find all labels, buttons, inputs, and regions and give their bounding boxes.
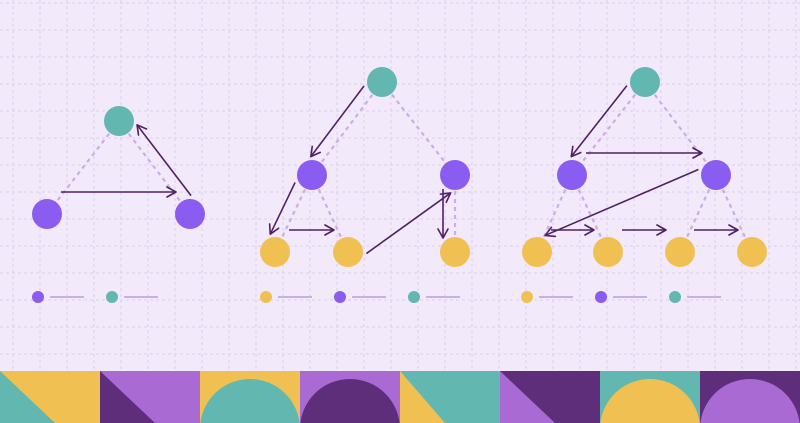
band-triangle	[0, 371, 55, 423]
tree-edge	[571, 174, 609, 253]
tree-edge	[679, 174, 717, 253]
tree-edge	[535, 174, 574, 253]
node-rr	[737, 237, 767, 267]
node-ll	[522, 237, 552, 267]
node-right	[175, 199, 205, 229]
legend-dot-teal	[408, 291, 420, 303]
legend-dot-purple	[334, 291, 346, 303]
node-rl	[665, 237, 695, 267]
band-half-circle	[600, 379, 700, 423]
tree-edge	[571, 81, 646, 176]
node-r	[701, 160, 731, 190]
node-left	[32, 199, 62, 229]
band-half-circle	[700, 379, 800, 423]
node-r	[440, 160, 470, 190]
band-triangle	[500, 371, 555, 423]
traversal-arrow	[570, 85, 628, 158]
traversal-arrow	[544, 168, 699, 238]
tree-diagram-three-nodes	[32, 106, 205, 303]
legend-dot-purple	[595, 291, 607, 303]
node-l	[557, 160, 587, 190]
traversal-arrow	[136, 124, 192, 197]
tree-edge	[274, 174, 313, 253]
node-ll	[260, 237, 290, 267]
legend-dot-purple	[32, 291, 44, 303]
background-grid	[0, 0, 800, 370]
node-lr	[333, 237, 363, 267]
traversal-arrow	[365, 192, 452, 255]
node-root	[630, 67, 660, 97]
tree-edge	[381, 81, 456, 176]
node-root	[104, 106, 134, 136]
tree-edge	[715, 174, 753, 253]
legend-dot-teal	[669, 291, 681, 303]
tree-edge	[46, 120, 120, 215]
node-lr	[593, 237, 623, 267]
decorative-pattern-band	[0, 371, 800, 423]
tree-diagram-six-nodes	[260, 67, 470, 303]
node-rl	[440, 237, 470, 267]
traversal-arrow	[268, 182, 296, 235]
legend-dot-yellow	[260, 291, 272, 303]
band-half-circle	[300, 379, 400, 423]
legend-dot-yellow	[521, 291, 533, 303]
node-l	[297, 160, 327, 190]
band-triangle	[100, 371, 155, 423]
band-half-circle	[200, 379, 300, 423]
tree-edge	[311, 174, 349, 253]
tree-edge	[118, 120, 191, 215]
legend-dot-teal	[106, 291, 118, 303]
tree-diagram-seven-nodes	[521, 67, 767, 303]
tree-edge	[644, 81, 717, 176]
band-triangle	[400, 371, 445, 423]
node-root	[367, 67, 397, 97]
traversal-arrow	[310, 85, 365, 158]
tree-edge	[311, 81, 383, 176]
